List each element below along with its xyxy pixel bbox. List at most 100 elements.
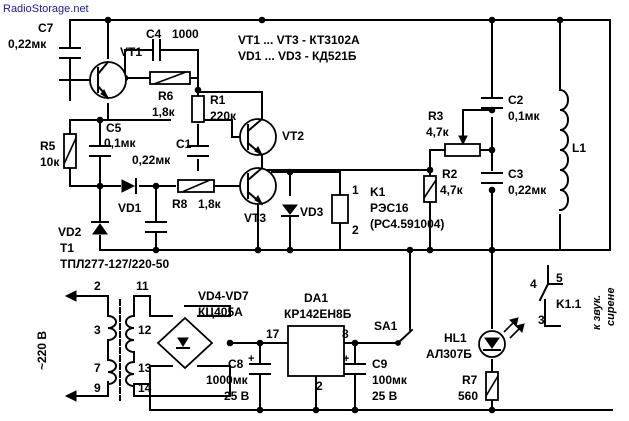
r1-ref: R1 — [210, 93, 226, 107]
k11-note-2: сирене — [605, 288, 617, 326]
t1-pin-2: 2 — [94, 279, 101, 293]
note-diodes: VD1 ... VD3 - КД521Б — [238, 49, 357, 63]
capacitor-unlabeled — [145, 221, 167, 233]
k11-pin4: 4 — [530, 277, 537, 291]
c5-ref: C5 — [106, 121, 122, 135]
transistor-vt3 — [239, 166, 277, 206]
r1-value: 220к — [210, 109, 237, 123]
r7-ref: R7 — [462, 373, 478, 387]
r8-value: 1,8к — [198, 197, 222, 211]
diode-vd2 — [91, 221, 109, 235]
r3-value: 4,7к — [426, 125, 450, 139]
r2-value: 4,7к — [440, 183, 464, 197]
capacitor-c5 — [89, 145, 111, 157]
inductor-l1 — [558, 88, 569, 212]
bridge-rectifier-vd4-vd7 — [156, 316, 214, 370]
c9-ref: C9 — [372, 357, 388, 371]
vd2-ref: VD2 — [58, 225, 82, 239]
da1-type: КР142ЕН8Б — [284, 307, 352, 321]
c1-ref: C1 — [176, 137, 192, 151]
c9-value: 100мк — [372, 373, 408, 387]
k11-pin5: 5 — [556, 271, 563, 285]
capacitor-c4 — [144, 39, 168, 61]
t1-pin-13: 13 — [138, 361, 152, 375]
capacitor-c1 — [187, 145, 209, 157]
t1-pin-7: 7 — [94, 361, 101, 375]
r8-ref: R8 — [172, 197, 188, 211]
c5-value: 0,1мк — [104, 136, 137, 150]
k11-note-1: к звук. — [591, 295, 603, 330]
c7-value: 0,22мк — [8, 37, 47, 51]
r5-ref: R5 — [40, 139, 56, 153]
bridge-type: КЦ405А — [198, 305, 243, 319]
r6-ref: R6 — [158, 89, 174, 103]
led-hl1 — [478, 317, 525, 358]
r3-ref: R3 — [428, 109, 444, 123]
t1-pin-14: 14 — [138, 381, 152, 395]
t1-pin-9: 9 — [94, 381, 101, 395]
t1-ref: T1 — [60, 241, 74, 255]
transistor-vt2 — [239, 117, 277, 157]
relay-k1 — [331, 194, 349, 224]
resistor-r2 — [423, 175, 437, 203]
bridge-ref: VD4-VD7 — [198, 289, 249, 303]
vt3-ref: VT3 — [244, 211, 266, 225]
c7-ref: C7 — [38, 21, 54, 35]
labels: RadioStorage.net VT1 ... VT3 - КТ3102А V… — [3, 3, 617, 403]
mains-input-terminals — [64, 290, 77, 402]
c8-value: 1000мк — [206, 373, 249, 387]
c2-value: 0,1мк — [508, 109, 541, 123]
k1-pin2: 2 — [352, 223, 359, 237]
note-transistors: VT1 ... VT3 - КТ3102А — [238, 33, 360, 47]
svg-text:+: + — [343, 353, 349, 365]
diode-vd3 — [281, 204, 299, 217]
c4-value: 1000 — [172, 27, 199, 41]
resistor-r8 — [177, 179, 215, 193]
capacitor-c8: + — [248, 353, 271, 375]
sa1-ref: SA1 — [374, 319, 398, 333]
capacitor-c7 — [59, 47, 81, 67]
transistor-vt1 — [89, 60, 127, 100]
l1-ref: L1 — [572, 141, 586, 155]
k1-pin1: 1 — [352, 183, 359, 197]
t1-pin-12: 12 — [138, 323, 152, 337]
t1-pin-3: 3 — [94, 323, 101, 337]
k1-type: РЭС16 — [370, 201, 409, 215]
c8-voltage: 25 В — [224, 389, 250, 403]
resistor-r5 — [63, 133, 77, 169]
vd3-ref: VD3 — [300, 205, 324, 219]
k1-ref: K1 — [370, 185, 386, 199]
r7-value: 560 — [458, 389, 478, 403]
capacitor-c2 — [481, 97, 503, 109]
junction-dots — [96, 16, 564, 414]
t1-pin-11: 11 — [136, 279, 149, 293]
c8-ref: C8 — [228, 357, 244, 371]
r5-value: 10к — [40, 155, 60, 169]
wiring — [59, 19, 613, 411]
capacitor-c9: + — [343, 353, 366, 375]
da1-pin-in: 17 — [266, 327, 280, 341]
hl1-type: АЛ307Б — [426, 347, 472, 361]
hl1-ref: HL1 — [444, 331, 467, 345]
vt1-ref: VT1 — [120, 45, 142, 59]
vt2-ref: VT2 — [282, 129, 304, 143]
r2-ref: R2 — [442, 167, 458, 181]
resistor-r1 — [191, 95, 205, 123]
k11-ref: K1.1 — [556, 297, 582, 311]
r6-value: 1,8к — [152, 105, 176, 119]
k11-pin3: 3 — [538, 313, 545, 327]
relay-contact-k11 — [538, 265, 563, 327]
switch-sa1 — [395, 340, 401, 346]
vd1-ref: VD1 — [118, 201, 142, 215]
da1-pin-gnd: 2 — [316, 379, 323, 393]
transformer-t1 — [106, 295, 136, 401]
regulator-da1 — [287, 325, 345, 377]
c2-ref: C2 — [508, 93, 524, 107]
da1-ref: DA1 — [304, 291, 328, 305]
svg-text:+: + — [248, 353, 254, 365]
k1-passport: (РС4.591004) — [370, 217, 444, 231]
c1-value: 0,22мк — [132, 153, 171, 167]
mains-label: ~220 В — [35, 331, 49, 370]
potentiometer-r3 — [444, 129, 481, 157]
